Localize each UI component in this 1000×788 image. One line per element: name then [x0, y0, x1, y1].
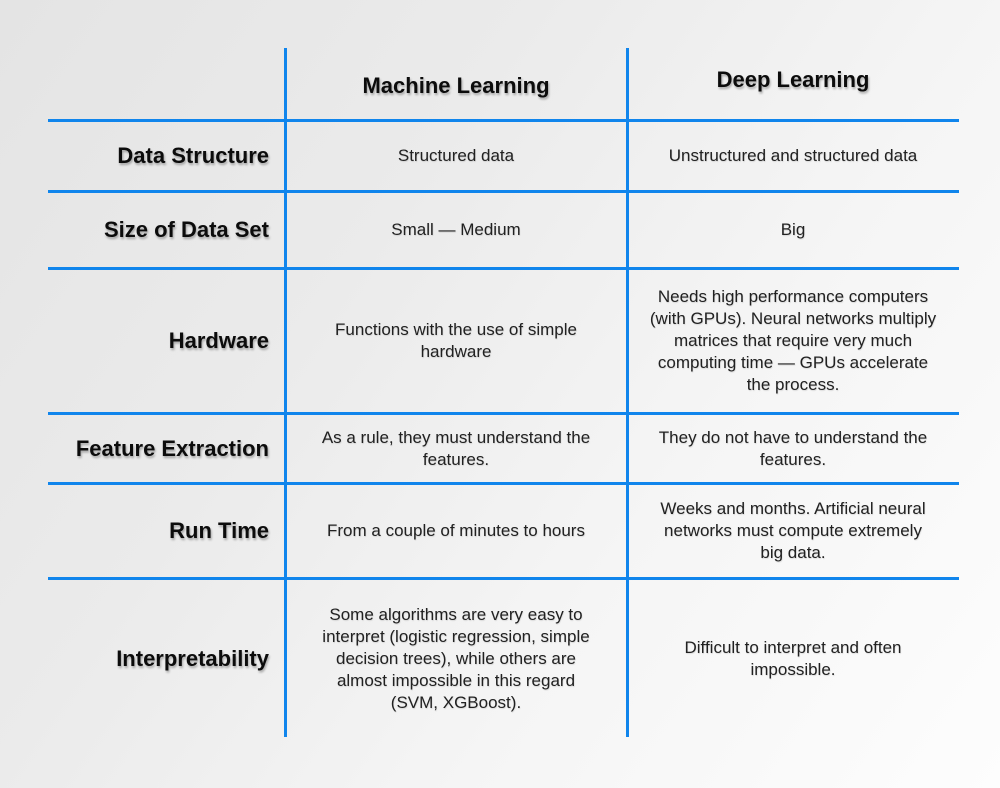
cell-dl-feature-extraction: They do not have to understand the featu… [627, 415, 959, 482]
comparison-table: Machine Learning Deep Learning Data Stru… [48, 48, 959, 737]
row-label-cell: Feature Extraction [48, 415, 285, 482]
cell-ml-size-of-data-set: Small — Medium [285, 193, 627, 267]
table-row-data-structure: Data Structure Structured data Unstructu… [48, 122, 959, 193]
table-row-feature-extraction: Feature Extraction As a rule, they must … [48, 415, 959, 485]
row-label-cell: Run Time [48, 485, 285, 577]
cell-text: Difficult to interpret and often impossi… [684, 637, 902, 679]
table-header-row: Machine Learning Deep Learning [48, 48, 959, 122]
cell-ml-hardware: Functions with the use of simple hardwar… [285, 270, 627, 412]
cell-text: Functions with the use of simple hardwar… [335, 320, 577, 361]
table-row-hardware: Hardware Functions with the use of simpl… [48, 270, 959, 415]
cell-dl-interpretability: Difficult to interpret and often impossi… [627, 580, 959, 737]
cell-ml-data-structure: Structured data [285, 122, 627, 190]
table-row-run-time: Run Time From a couple of minutes to hou… [48, 485, 959, 580]
row-label-cell: Size of Data Set [48, 193, 285, 267]
column-header-machine-learning: Machine Learning [285, 48, 627, 119]
cell-ml-feature-extraction: As a rule, they must understand the feat… [285, 415, 627, 482]
row-label-cell: Hardware [48, 270, 285, 412]
row-label-hardware: Hardware [168, 328, 269, 353]
cell-text: They do not have to understand the featu… [658, 427, 928, 469]
row-label-cell: Interpretability [48, 580, 285, 737]
cell-ml-run-time: From a couple of minutes to hours [285, 485, 627, 577]
row-label-run-time: Run Time [169, 518, 269, 543]
cell-text: From a couple of minutes to hours [327, 521, 585, 540]
cell-ml-interpretability: Some algorithms are very easy to interpr… [285, 580, 627, 737]
cell-text: Needs high performance computers (with G… [649, 287, 937, 394]
row-label-feature-extraction: Feature Extraction [75, 435, 269, 461]
cell-text: Big [780, 220, 806, 239]
row-label-size-of-data-set: Size of Data Set [103, 217, 269, 242]
column-header-deep-learning: Deep Learning [627, 48, 959, 119]
table-row-size-of-data-set: Size of Data Set Small — Medium Big [48, 193, 959, 270]
cell-text: Small — Medium [391, 220, 521, 239]
cell-text: Unstructured and structured data [668, 146, 918, 165]
row-label-interpretability: Interpretability [116, 645, 269, 671]
deep-learning-header-label: Deep Learning [716, 66, 870, 92]
row-label-data-structure: Data Structure [117, 143, 269, 168]
table-row-interpretability: Interpretability Some algorithms are ver… [48, 580, 959, 737]
machine-learning-header-label: Machine Learning [362, 72, 550, 98]
cell-text: Structured data [397, 146, 515, 165]
table-vertical-divider-1 [284, 48, 287, 737]
table-vertical-divider-2 [626, 48, 629, 737]
cell-text: As a rule, they must understand the feat… [321, 427, 591, 469]
cell-dl-run-time: Weeks and months. Artificial neural netw… [627, 485, 959, 577]
header-empty-cell [48, 48, 285, 119]
cell-text: Some algorithms are very easy to interpr… [322, 604, 590, 712]
cell-dl-size-of-data-set: Big [627, 193, 959, 267]
cell-text: Weeks and months. Artificial neural netw… [660, 499, 926, 562]
cell-dl-data-structure: Unstructured and structured data [627, 122, 959, 190]
row-label-cell: Data Structure [48, 122, 285, 190]
cell-dl-hardware: Needs high performance computers (with G… [627, 270, 959, 412]
